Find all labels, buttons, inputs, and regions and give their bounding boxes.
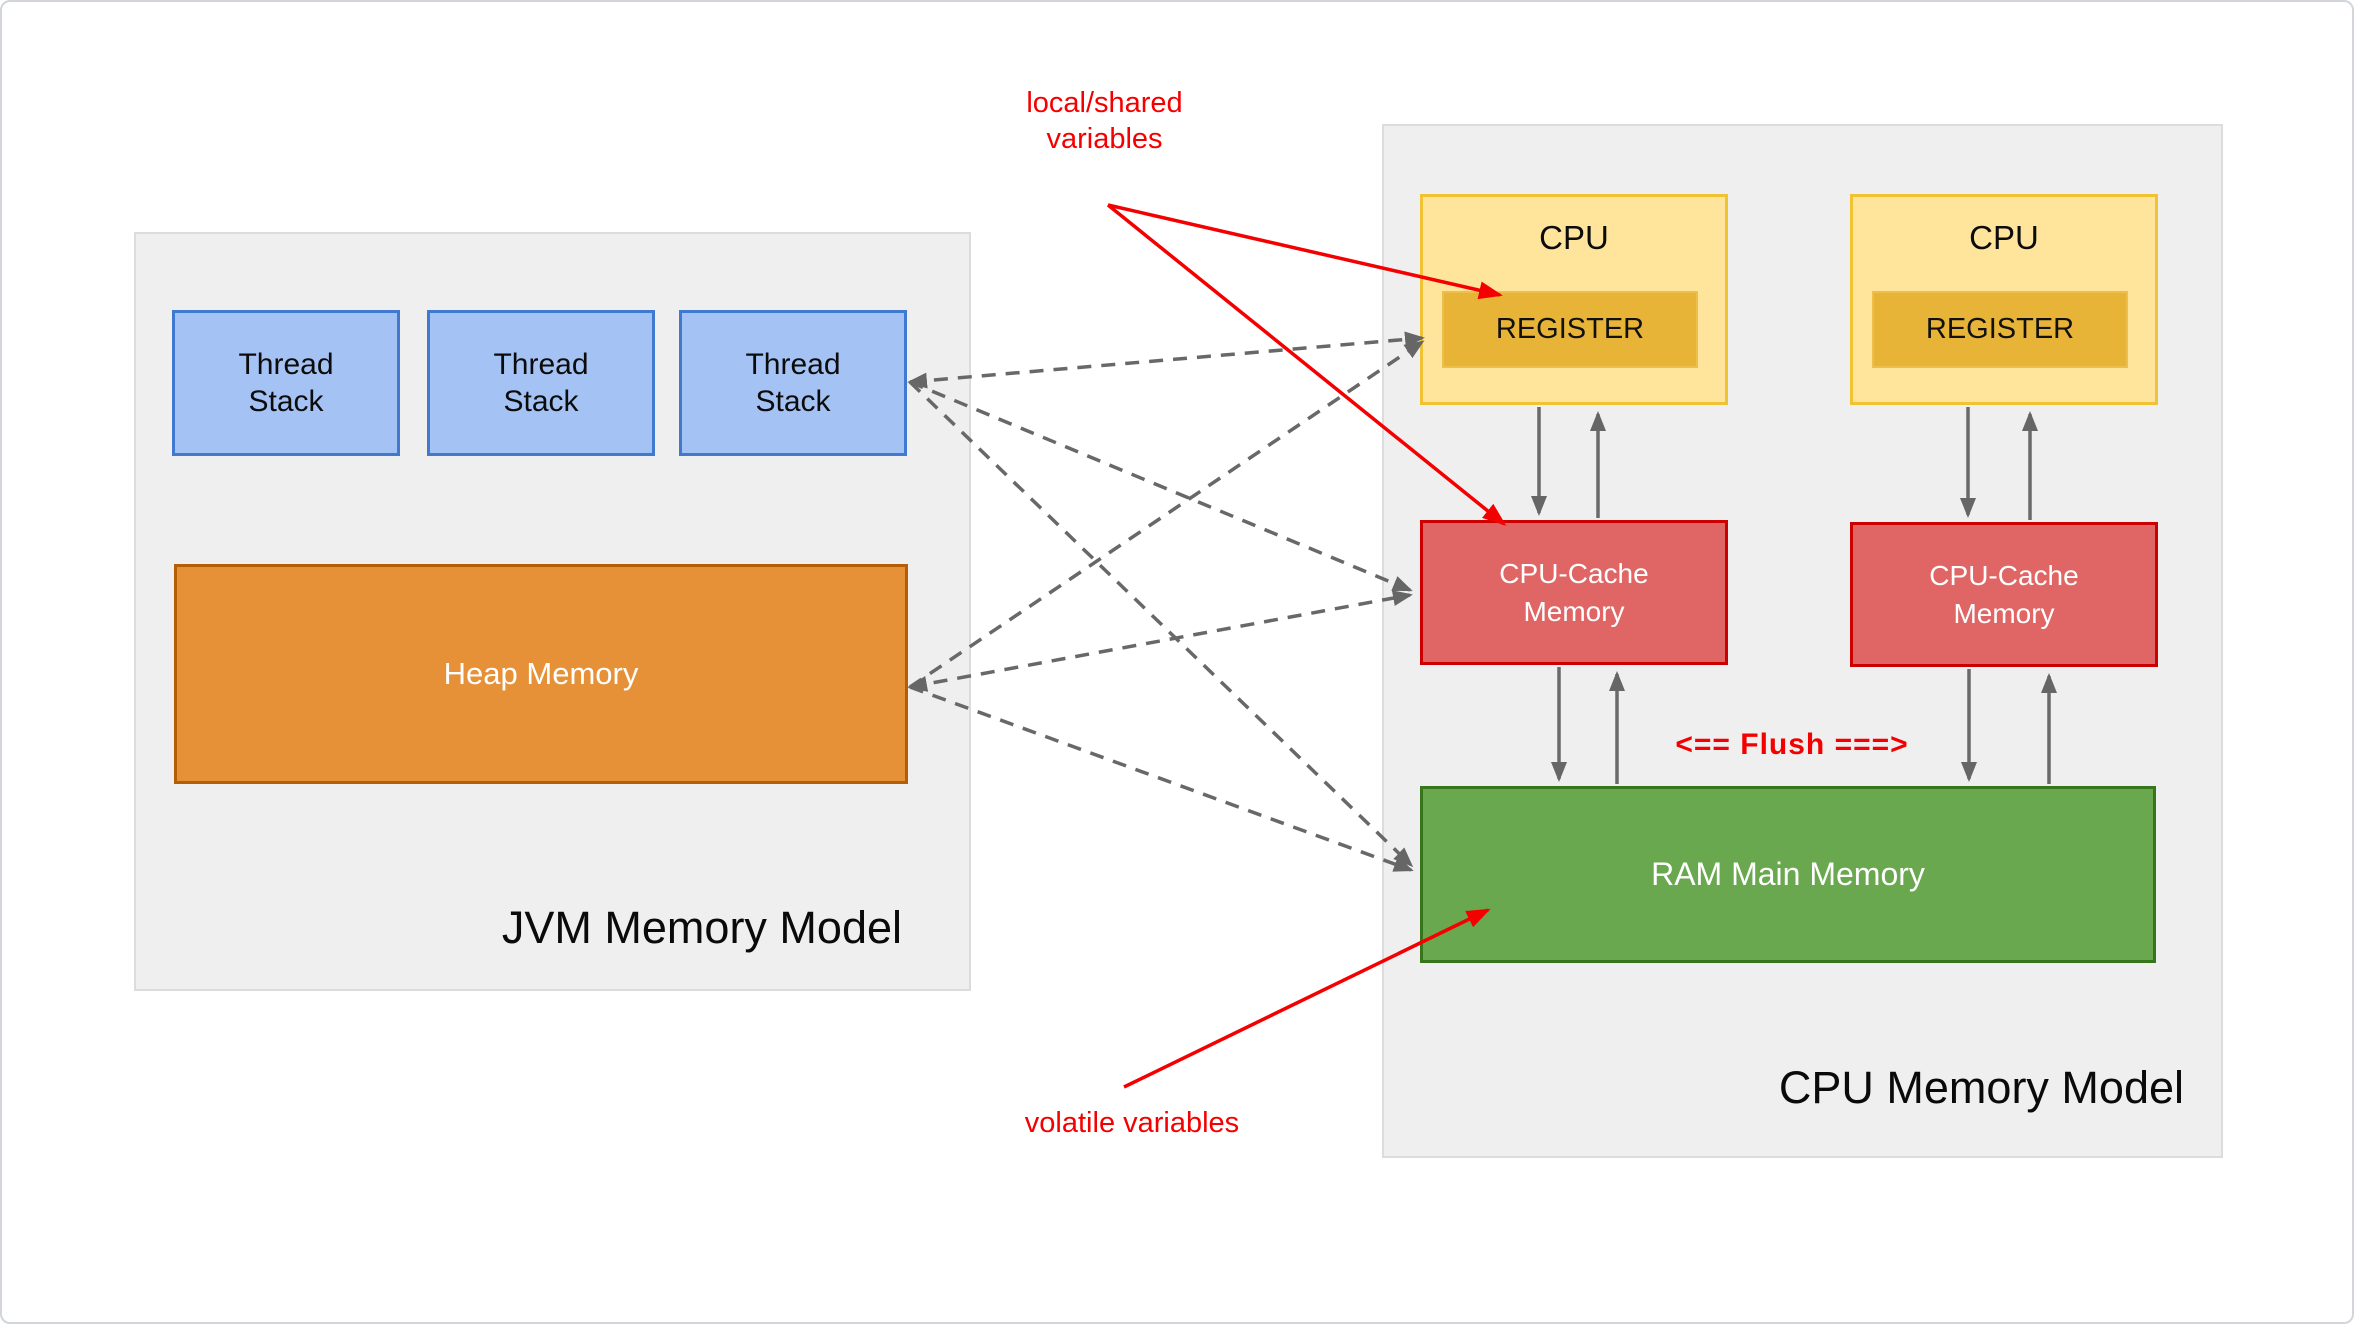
cpu-cache-box-2: CPU-Cache Memory bbox=[1850, 522, 2158, 667]
connector-threadstack-ram bbox=[908, 380, 1414, 868]
jvm-model-title: JVM Memory Model bbox=[501, 902, 902, 953]
ram-main-memory-box: RAM Main Memory bbox=[1420, 786, 2156, 963]
cpu-model-title: CPU Memory Model bbox=[1778, 1062, 2184, 1113]
register-label: REGISTER bbox=[1925, 313, 2075, 345]
heap-memory-label: Heap Memory bbox=[443, 656, 639, 691]
cpu-cache-label: CPU-Cache Memory bbox=[1499, 557, 1649, 627]
cpu-cache-label: CPU-Cache Memory bbox=[1929, 559, 2079, 629]
ram-main-memory-label: RAM Main Memory bbox=[1651, 856, 1925, 892]
thread-stack-box-1: Thread Stack bbox=[172, 310, 400, 456]
register-box-2: REGISTER bbox=[1872, 291, 2128, 368]
heap-memory-box: Heap Memory bbox=[174, 564, 908, 784]
thread-stack-label: Thread Stack bbox=[493, 347, 589, 419]
thread-stack-box-3: Thread Stack bbox=[679, 310, 907, 456]
register-box-1: REGISTER bbox=[1442, 291, 1698, 368]
connector-threadstack-register bbox=[907, 331, 1425, 389]
flush-label: <== Flush ===> bbox=[1675, 728, 1909, 761]
connector-heap-register bbox=[909, 340, 1425, 689]
connector-threadstack-cache bbox=[909, 380, 1413, 592]
thread-stack-label: Thread Stack bbox=[238, 347, 334, 419]
cpu-cache-box-1: CPU-Cache Memory bbox=[1420, 520, 1728, 665]
volatile-variables-note: volatile variables bbox=[1024, 1107, 1240, 1139]
thread-stack-box-2: Thread Stack bbox=[427, 310, 655, 456]
thread-stack-label: Thread Stack bbox=[745, 347, 841, 419]
local-shared-variables-note: local/shared variables bbox=[1026, 87, 1183, 155]
dashed-connectors bbox=[907, 331, 1425, 872]
register-label: REGISTER bbox=[1495, 313, 1645, 345]
cpu-label: CPU bbox=[1969, 219, 2039, 256]
cpu-label: CPU bbox=[1539, 219, 1609, 256]
connector-heap-cache bbox=[907, 590, 1413, 692]
connector-heap-ram bbox=[909, 685, 1414, 872]
